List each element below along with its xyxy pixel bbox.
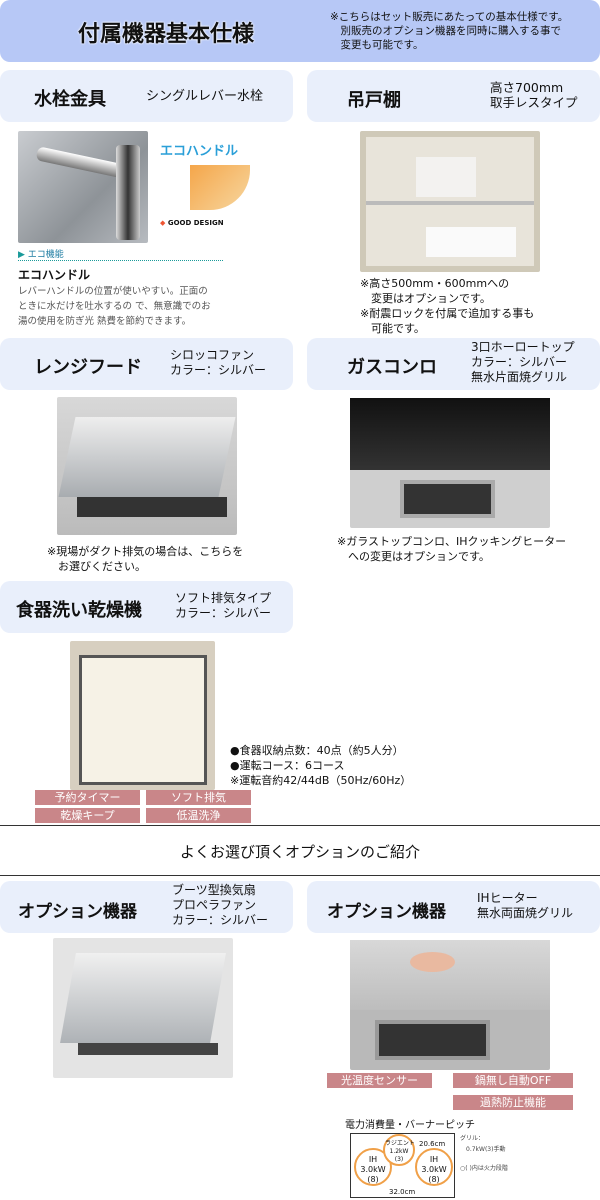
good-design-mark: ◆ GOOD DESIGN	[160, 219, 224, 227]
gas-stove-image	[350, 398, 550, 528]
triangle-icon: ▶	[18, 250, 25, 260]
faucet-subtitle: シングルレバー水栓	[146, 89, 264, 104]
range-hood-image	[57, 397, 237, 535]
boots-hood-image	[53, 938, 233, 1078]
diagram-title: 電力消費量・バーナーピッチ	[345, 1120, 475, 1131]
hood-section-header: レンジフード シロッコファン カラー：シルバー	[0, 338, 293, 390]
divider	[0, 825, 600, 826]
dishwasher-subtitle: ソフト排気タイプ カラー：シルバー	[175, 591, 272, 620]
option-hood-title: オプション機器	[18, 902, 137, 922]
hood-title: レンジフード	[34, 357, 142, 378]
stove-subtitle: 3口ホーロートップ カラー：シルバー 無水片面焼グリル	[471, 340, 575, 384]
ih-heater-image	[350, 940, 550, 1070]
good-design-icon: ◆	[160, 219, 166, 227]
burner-center: ラジエント 1.2kW (3)	[383, 1134, 415, 1166]
eco-heading: エコハンドル	[18, 268, 91, 282]
grill-info: グリル： 0.7kW(3)手動	[460, 1135, 506, 1153]
option-hood-subtitle: ブーツ型換気扇 プロペラファン カラー：シルバー	[172, 883, 269, 927]
option-ih-title: オプション機器	[327, 902, 446, 922]
option-hood-section-header: オプション機器 ブーツ型換気扇 プロペラファン カラー：シルバー	[0, 881, 293, 933]
dishwasher-image	[70, 641, 215, 790]
options-heading: よくお選び頂くオプションのご紹介	[179, 843, 420, 861]
divider	[0, 875, 600, 876]
faucet-section-header: 水栓金具 シングルレバー水栓	[0, 70, 293, 122]
header-note: ※こちらはセット販売にあたっての基本仕様です。 別販売のオプション機器を同時に購…	[330, 11, 569, 51]
page-title: 付属機器基本仕様	[78, 22, 255, 47]
diagram-legend: ○( )内は火力段階	[460, 1165, 508, 1172]
header-banner	[0, 0, 600, 62]
feature-tag: 予約タイマー	[35, 790, 140, 805]
eco-label: ▶ エコ機能	[18, 247, 223, 261]
feature-tag: ソフト排気	[146, 790, 251, 805]
feature-tag: 乾燥キープ	[35, 808, 140, 823]
eco-label-text: エコ機能	[27, 250, 64, 260]
faucet-title: 水栓金具	[34, 89, 106, 110]
cabinet-subtitle: 高さ700mm 取手レスタイプ	[490, 80, 578, 110]
eco-handle-diagram	[190, 165, 250, 210]
stove-title: ガスコンロ	[347, 357, 437, 378]
faucet-image	[18, 131, 148, 243]
cabinet-section-header: 吊戸棚 高さ700mm 取手レスタイプ	[307, 70, 600, 122]
dishwasher-section-header: 食器洗い乾燥機 ソフト排気タイプ カラー：シルバー	[0, 581, 293, 633]
stove-section-header: ガスコンロ 3口ホーロートップ カラー：シルバー 無水片面焼グリル	[307, 338, 600, 390]
option-ih-section-header: オプション機器 IHヒーター 無水両面焼グリル	[307, 881, 600, 933]
feature-tag: 光温度センサー	[327, 1073, 432, 1088]
dishwasher-specs: ●食器収納点数：40点（約5人分） ●運転コース：6コース ※運転音約42/44…	[230, 744, 412, 787]
burner-right: IH 3.0kW (8)	[415, 1148, 453, 1186]
cabinet-title: 吊戸棚	[347, 90, 401, 111]
option-ih-subtitle: IHヒーター 無水両面焼グリル	[477, 891, 574, 920]
stove-note: ※ガラストップコンロ、IHクッキングヒーター への変更はオプションです。	[337, 535, 567, 563]
eco-text: レバーハンドルの位置が使いやすい。正面の ときに水だけを吐水するの で、無意識で…	[18, 286, 211, 327]
dishwasher-title: 食器洗い乾燥機	[16, 600, 142, 621]
burner-diagram: IH 3.0kW (8) ラジエント 1.2kW (3) IH 3.0kW (8…	[350, 1133, 455, 1198]
feature-tag: 鍋無し自動OFF	[453, 1073, 573, 1088]
cabinet-image	[360, 131, 540, 272]
pitch-width: 32.0cm	[389, 1188, 416, 1196]
feature-tag: 低温洗浄	[146, 808, 251, 823]
hood-subtitle: シロッコファン カラー：シルバー	[170, 348, 267, 377]
cabinet-note: ※高さ500mm・600mmへの 変更はオプションです。 ※耐震ロックを付属で追…	[360, 277, 535, 335]
hood-note: ※現場がダクト排気の場合は、こちらを お選びください。	[47, 545, 244, 573]
good-design-label: GOOD DESIGN	[167, 219, 224, 227]
eco-handle-logo: エコハンドル	[160, 144, 239, 159]
pitch-diagonal: 20.6cm	[419, 1140, 446, 1148]
feature-tag: 過熱防止機能	[453, 1095, 573, 1110]
